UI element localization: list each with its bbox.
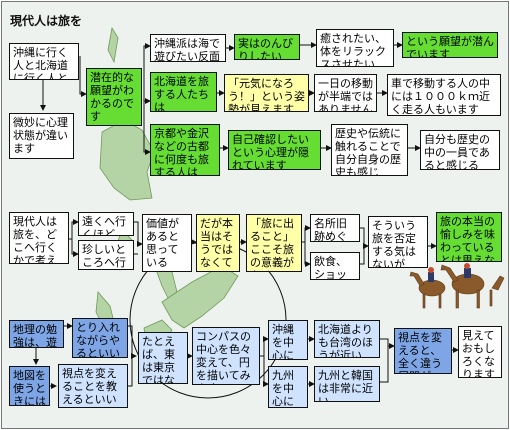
okinawa-sea-box: 沖縄派は海で遊びたい反面 xyxy=(150,34,226,62)
kyushu-korea-box: 九州と韓国は非常に近い xyxy=(314,366,380,402)
but-actually-box: だが本当はそうではなくて xyxy=(196,214,240,272)
okinawa-center-box: 沖縄を中心にすると xyxy=(268,320,308,360)
self-confirm-box: 自己確認したいという心理が隠れています xyxy=(228,130,321,170)
healing-box: 癒されたい、体をリラックスさせたい xyxy=(316,29,394,67)
kyoto-kanazawa-box: 京都や金沢などの古都に何度も旅する人は xyxy=(150,124,220,176)
latent-desire-box: 潜在的な願望がわかるのです xyxy=(86,68,142,126)
rarer-box: 珍しいところへ行くほど xyxy=(78,240,134,270)
taiwan-closer-box: 北海道よりも台湾のほうが近い xyxy=(314,320,380,358)
using-map-box: 地図を使うときには xyxy=(9,366,50,406)
food-shopping-box: 飲食、ショッピング xyxy=(310,252,360,280)
okinawa-hokkaido-box: 沖縄に行く人と北海道に行く人とでは xyxy=(9,43,79,80)
true-joy-box: 旅の本当の愉しみを味わっているとは思えない xyxy=(436,212,502,262)
compass-box: コンパスの中心を色々変えて、円を描いてみます xyxy=(192,327,260,385)
page-title: 現代人は旅を xyxy=(10,14,83,28)
kyushu-center-box: 九州を中心にすると xyxy=(268,366,308,408)
subtle-difference-box: 微妙に心理状態が違います xyxy=(9,113,74,159)
new-development-box: 視点を変えると、全く違う展開が xyxy=(394,328,452,374)
part-of-history-box: 自分も歴史の中の一員であると感じる xyxy=(420,130,500,170)
east-example-box: たとえば、東は東京ではなく xyxy=(138,332,188,384)
sightseeing-box: 名所旧跡めぐり xyxy=(310,214,360,242)
history-tradition-box: 歴史や伝統に触れることで自分自身の歴史も感じ xyxy=(331,124,408,176)
hidden-desire-box: という願望が潜んでいます xyxy=(402,32,498,58)
daily-travel-box: 一日の移動が半端ではありません xyxy=(314,74,377,112)
interesting-box: 見えておもしろくなります xyxy=(458,326,502,378)
car-travel-box: 車で移動する人の中には１０００ｋｍ近く走る人もいます xyxy=(387,74,501,116)
play-sense-box: とり入れながらやるといい xyxy=(72,318,128,358)
meaning-of-travel-box: 「旅に出ること」ここそ旅の意義がある xyxy=(246,214,302,272)
camel-caravan-icon xyxy=(409,263,505,309)
geography-study-box: 地理の勉強は、遊び感覚を xyxy=(9,320,64,348)
valuable-box: 価値があると思っている xyxy=(142,214,192,272)
relax-box: 実はのんびりしたい xyxy=(234,34,300,60)
change-viewpoint-box: 視点を変えることを教えるといい xyxy=(58,364,128,408)
hokkaido-travelers-box: 北海道を旅する人たちは xyxy=(150,72,217,112)
modern-people-box: 現代人は旅を、どこへ行くかで考えがち xyxy=(9,212,69,264)
energy-attitude-box: 「元気になろう！」という姿勢が見えます xyxy=(224,74,309,112)
farther-box: 遠くへ行くほど xyxy=(78,212,134,236)
not-deny-box: そういう旅を否定する気はないが xyxy=(368,216,428,268)
